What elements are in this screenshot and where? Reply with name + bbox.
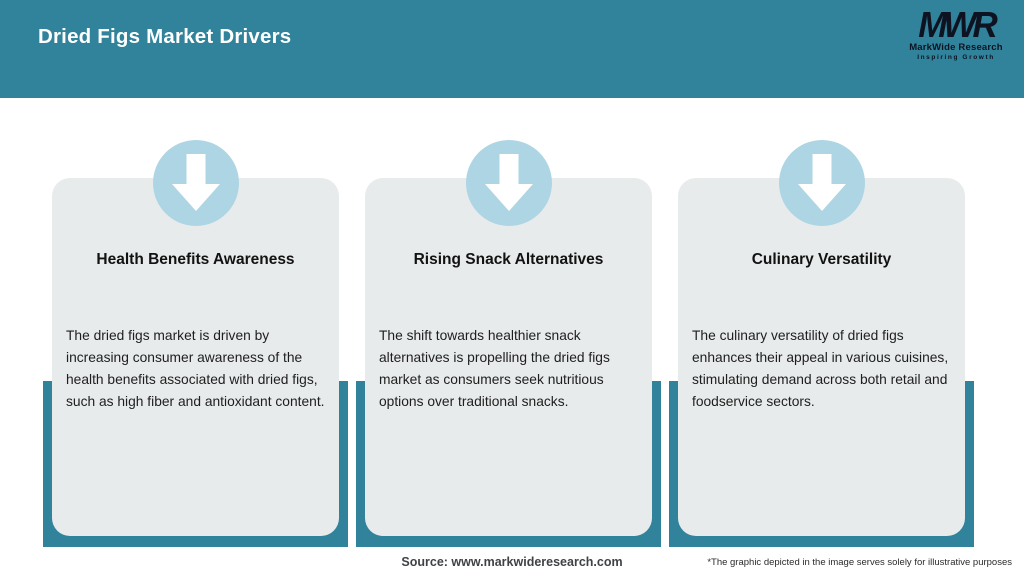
header-bar: Dried Figs Market Drivers MWR MarkWide R… — [0, 0, 1024, 98]
driver-card-health-benefits: Health Benefits Awareness The dried figs… — [43, 140, 348, 547]
logo-monogram: MWR — [918, 5, 997, 46]
card-description: The culinary versatility of dried figs e… — [692, 328, 949, 409]
driver-card-snack-alternatives: Rising Snack Alternatives The shift towa… — [356, 140, 661, 547]
card-body: Culinary Versatility The culinary versat… — [678, 178, 965, 536]
card-description: The dried figs market is driven by incre… — [66, 328, 325, 409]
card-title: Culinary Versatility — [751, 251, 892, 268]
card-title: Health Benefits Awareness — [96, 251, 295, 268]
down-arrow-icon — [778, 140, 865, 226]
page-title: Dried Figs Market Drivers — [38, 25, 292, 48]
card-title: Rising Snack Alternatives — [413, 251, 604, 268]
down-arrow-icon — [152, 140, 239, 226]
disclaimer-text: *The graphic depicted in the image serve… — [707, 557, 1012, 568]
markwide-research-logo: MWR MarkWide Research Inspiring Growth — [904, 5, 1008, 61]
logo-name: MarkWide Research — [909, 42, 1003, 53]
down-arrow-icon — [465, 140, 552, 226]
card-description: The shift towards healthier snack altern… — [379, 328, 610, 409]
card-body: Rising Snack Alternatives The shift towa… — [365, 178, 652, 536]
source-text: Source: www.markwideresearch.com — [401, 555, 623, 569]
logo-tagline: Inspiring Growth — [917, 54, 995, 61]
driver-card-culinary-versatility: Culinary Versatility The culinary versat… — [669, 140, 974, 547]
card-body: Health Benefits Awareness The dried figs… — [52, 178, 339, 536]
